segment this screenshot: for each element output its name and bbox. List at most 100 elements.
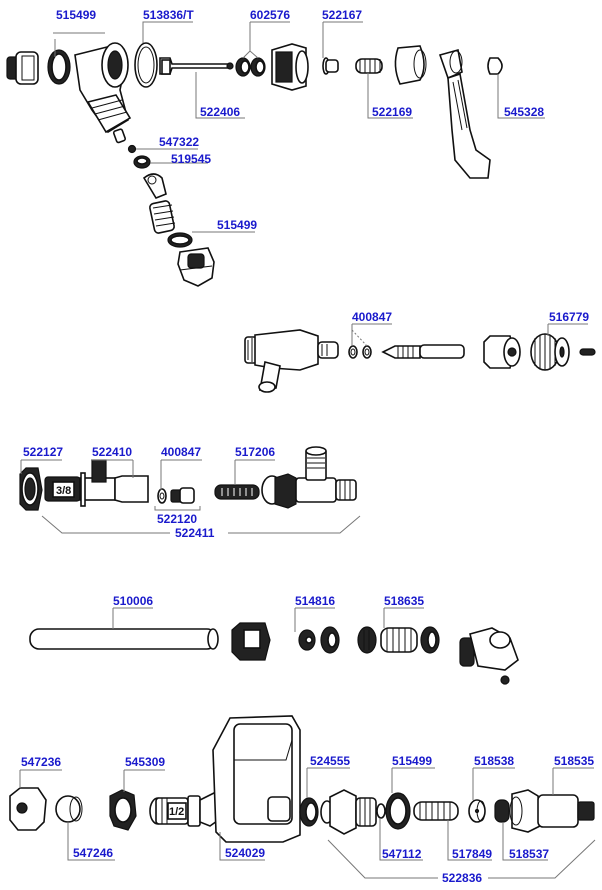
part-ball-547322 xyxy=(127,144,137,154)
part-label-518537[interactable]: 518537 xyxy=(509,847,550,861)
part-spring xyxy=(149,200,176,234)
leader-513836T xyxy=(142,21,193,43)
part-pin-small xyxy=(112,128,126,144)
leader-522127 xyxy=(20,459,62,474)
part-label-519545[interactable]: 519545 xyxy=(171,152,212,166)
part-label-400847-b[interactable]: 400847 xyxy=(161,445,202,459)
part-label-510006[interactable]: 510006 xyxy=(113,594,154,608)
part-label-400847[interactable]: 400847 xyxy=(352,310,393,324)
part-label-522411[interactable]: 522411 xyxy=(175,526,215,540)
part-elbow-fitting xyxy=(459,627,519,671)
leader-524029 xyxy=(219,832,265,861)
part-oring-515499-c xyxy=(385,792,411,830)
leader-522169 xyxy=(367,73,413,119)
part-union-nut xyxy=(231,622,271,661)
part-label-515499[interactable]: 515499 xyxy=(56,8,97,22)
part-threaded-body-524029: 1/2 xyxy=(149,788,225,827)
part-housing-518535 xyxy=(509,789,595,833)
part-oring-b-inner xyxy=(170,235,190,245)
part-label-547246[interactable]: 547246 xyxy=(73,846,114,860)
leader-515499-c xyxy=(391,767,435,793)
leader-400847-b xyxy=(160,459,202,490)
part-plunger xyxy=(142,173,167,199)
part-washers-400847 xyxy=(348,345,372,359)
part-cap-nut-547236 xyxy=(9,787,47,831)
part-label-524555[interactable]: 524555 xyxy=(310,754,351,768)
leader-545309 xyxy=(123,769,165,792)
part-oring-inner xyxy=(51,53,67,81)
part-ferrule-514816 xyxy=(298,626,340,654)
part-label-517849[interactable]: 517849 xyxy=(452,847,493,861)
part-label-602576[interactable]: 602576 xyxy=(250,8,291,22)
part-seals-602576 xyxy=(235,57,266,77)
leader-518538 xyxy=(472,767,515,800)
part-gasket-513836T xyxy=(134,42,158,88)
part-label-514816[interactable]: 514816 xyxy=(295,594,336,608)
leader-522410 xyxy=(92,459,134,478)
part-nozzle-fitting xyxy=(177,247,215,287)
leader-517206 xyxy=(234,459,275,485)
part-check-body-522410: 3/8 xyxy=(44,459,149,507)
leader-602576 xyxy=(242,21,290,59)
part-label-516779[interactable]: 516779 xyxy=(549,310,590,324)
leader-547246 xyxy=(67,822,115,861)
part-locknut-522127 xyxy=(19,467,43,511)
part-valve-seat-518538 xyxy=(468,799,486,823)
size-mark-1-2: 1/2 xyxy=(169,806,184,818)
part-screw xyxy=(579,348,596,356)
leader-400847 xyxy=(351,323,392,346)
part-label-518538[interactable]: 518538 xyxy=(474,754,515,768)
part-acorn-nut-545328 xyxy=(487,57,503,75)
part-label-522127[interactable]: 522127 xyxy=(23,445,64,459)
part-spring-522169 xyxy=(355,58,383,74)
part-locknut-545309 xyxy=(109,789,137,831)
leader-522167 xyxy=(322,21,363,58)
part-valve-body xyxy=(74,42,132,134)
part-label-522167[interactable]: 522167 xyxy=(322,8,363,22)
part-label-547236[interactable]: 547236 xyxy=(21,755,62,769)
part-label-513836T[interactable]: 513836/T xyxy=(143,8,194,22)
part-lever-handle xyxy=(438,48,491,179)
part-union-body xyxy=(320,789,377,835)
part-label-515499-b[interactable]: 515499 xyxy=(217,218,258,232)
part-spring-517849 xyxy=(413,801,459,821)
leader-545328 xyxy=(497,74,545,119)
part-label-518635[interactable]: 518635 xyxy=(384,594,425,608)
part-spring-517206 xyxy=(214,484,260,500)
part-seat-519545 xyxy=(133,155,151,169)
part-valve-518537 xyxy=(494,799,510,823)
part-washer-547112 xyxy=(376,803,386,819)
part-label-522836[interactable]: 522836 xyxy=(442,871,483,885)
part-pin-522167 xyxy=(322,57,339,75)
part-label-524029[interactable]: 524029 xyxy=(225,846,266,860)
part-tube-510006 xyxy=(29,628,219,650)
part-label-545328[interactable]: 545328 xyxy=(504,105,545,119)
part-label-522169[interactable]: 522169 xyxy=(372,105,413,119)
leader-510006 xyxy=(112,607,153,629)
part-drip-tray-body xyxy=(212,715,301,843)
leader-515499 xyxy=(53,32,105,57)
part-label-522120[interactable]: 522120 xyxy=(157,512,198,526)
part-needle-stem xyxy=(381,344,465,359)
part-label-522406[interactable]: 522406 xyxy=(200,105,241,119)
part-tee-body xyxy=(244,329,339,393)
part-end-fitting xyxy=(6,51,39,85)
size-mark-3-8: 3/8 xyxy=(56,485,71,497)
part-label-515499-c[interactable]: 515499 xyxy=(392,754,433,768)
leader-516779 xyxy=(547,323,588,336)
leader-517849 xyxy=(447,820,492,861)
leader-522120 xyxy=(154,506,201,511)
leader-514816 xyxy=(294,607,335,632)
part-label-517206[interactable]: 517206 xyxy=(235,445,276,459)
part-label-547322[interactable]: 547322 xyxy=(159,135,200,149)
leader-522406 xyxy=(195,72,245,119)
part-cap xyxy=(394,45,427,85)
leader-547112 xyxy=(379,818,423,861)
part-label-545309[interactable]: 545309 xyxy=(125,755,166,769)
part-label-522410[interactable]: 522410 xyxy=(92,445,133,459)
part-label-547112[interactable]: 547112 xyxy=(382,847,422,861)
part-label-518535[interactable]: 518535 xyxy=(554,754,595,768)
leader-518535 xyxy=(552,767,594,795)
